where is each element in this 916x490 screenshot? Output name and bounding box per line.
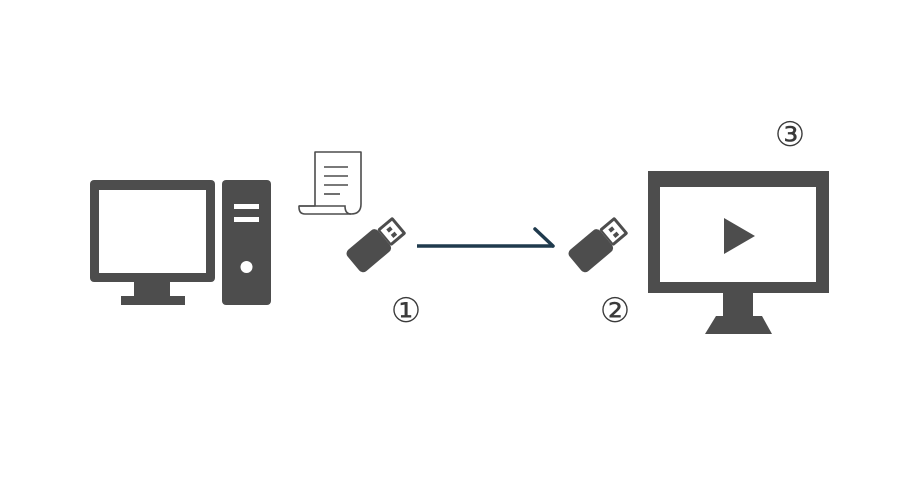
step-label-2: ②	[599, 291, 631, 331]
play-icon	[724, 218, 755, 254]
pc-monitor-neck	[134, 282, 170, 296]
pc-tower-slot-2	[234, 217, 259, 222]
usb-pin-2	[390, 231, 398, 238]
arrow-head	[533, 227, 555, 248]
usb-body	[346, 229, 392, 273]
pc-monitor-screen	[99, 190, 206, 273]
step-label-3: ③	[774, 115, 806, 155]
usb-connector-inner	[380, 220, 403, 243]
document-icon	[298, 151, 362, 215]
pc-monitor-base	[121, 296, 185, 305]
document-curl	[299, 205, 352, 215]
pc-tower-slot-1	[234, 204, 259, 209]
usb-body	[568, 229, 614, 273]
document-body	[298, 151, 362, 215]
monitor-play-icon	[648, 171, 829, 334]
usb-stick-icon-source	[346, 217, 406, 273]
usb-pin-1	[608, 226, 615, 233]
usb-pin-1	[386, 226, 393, 233]
transfer-arrow	[417, 227, 555, 248]
pc-tower	[222, 180, 271, 305]
pc-tower-power	[240, 261, 253, 273]
step-label-1: ①	[390, 291, 422, 331]
usb-connector-inner	[602, 220, 625, 243]
desktop-pc-icon	[90, 180, 271, 305]
monitor-base	[705, 316, 772, 334]
usb-stick-icon-target	[568, 217, 628, 273]
usb-pin-2	[612, 231, 620, 238]
monitor-neck	[723, 293, 753, 316]
